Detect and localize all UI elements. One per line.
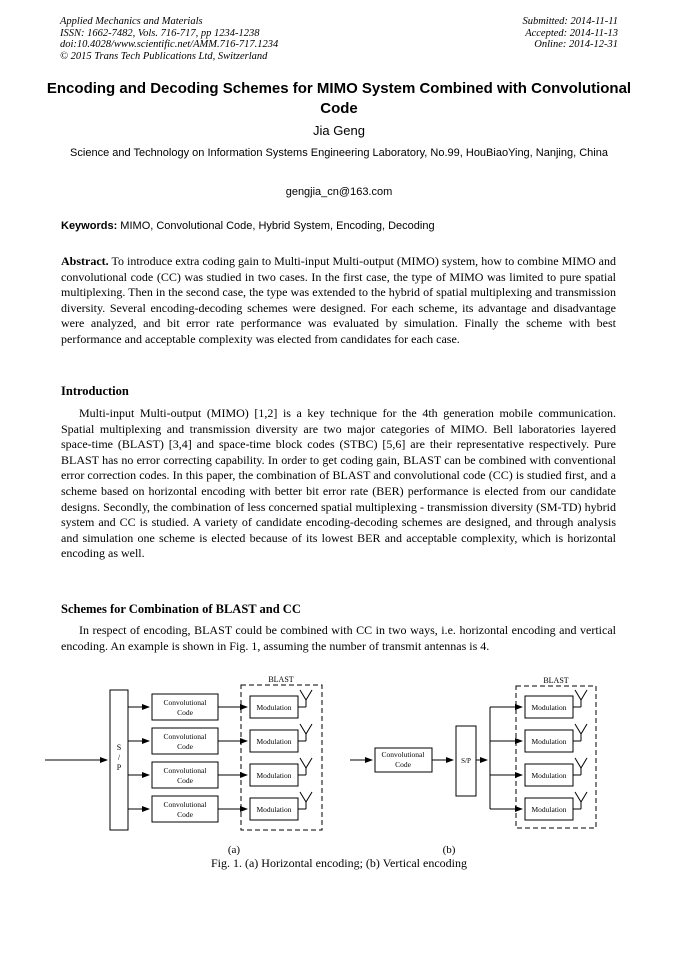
conv-code-box [374,747,433,773]
journal-doi: doi:10.4028/www.scientific.net/AMM.716-7… [60,39,279,51]
figure-sublabel-b: (b) [443,844,456,856]
abstract-label: Abstract. [61,254,109,268]
modulation-label: Modulation [532,703,567,712]
branch-row: Modulation [490,757,588,787]
submission-info: Submitted: 2014-11-11 Accepted: 2014-11-… [522,16,618,62]
modulation-label: Modulation [257,703,292,712]
modulation-label: Modulation [257,805,292,814]
schemes-paragraph: In respect of encoding, BLAST could be c… [61,623,616,653]
conv-code-label: Code [395,760,412,769]
conv-code-label: Convolutional [164,800,207,809]
modulation-label: Modulation [532,771,567,780]
conv-code-box [151,761,219,789]
diagram-a: S / P BLAST Convolutional Code Modulatio… [45,675,323,856]
author-affiliation: Science and Technology on Information Sy… [70,147,608,159]
antenna-icon [298,757,313,776]
journal-name: Applied Mechanics and Materials [60,16,203,27]
figure-1: S / P BLAST Convolutional Code Modulatio… [0,672,678,867]
antenna-icon [573,689,588,708]
keywords-label: Keywords: [61,220,118,232]
blast-label-a: BLAST [268,675,293,684]
blast-region-b [515,685,597,829]
journal-issn: ISSN: 1662-7482, Vols. 716-717, pp 1234-… [60,27,260,39]
figure-caption: Fig. 1. (a) Horizontal encoding; (b) Ver… [210,856,468,870]
modulation-label: Modulation [257,737,292,746]
antenna-icon [573,791,588,810]
conv-code-label: Convolutional [164,766,207,775]
conv-code-label: Code [177,708,194,717]
conv-code-box [151,795,219,823]
conv-code-label: Convolutional [164,732,207,741]
sp-box-a-label: S [117,743,121,752]
submitted-date: Submitted: 2014-11-11 [522,16,618,27]
modulation-label: Modulation [532,737,567,746]
branch-row: Modulation [490,723,588,753]
abstract-text: To introduce extra coding gain to Multi-… [61,254,616,346]
antenna-icon [298,791,313,810]
modulation-label: Modulation [532,805,567,814]
journal-copyright: © 2015 Trans Tech Publications Ltd, Swit… [60,50,268,62]
keywords-text: MIMO, Convolutional Code, Hybrid System,… [117,220,435,232]
antenna-icon [298,689,313,708]
figure-sublabel-a: (a) [228,844,241,856]
section-heading-introduction: Introduction [61,384,129,398]
antenna-icon [298,723,313,742]
antenna-icon [573,757,588,776]
page-header: Applied Mechanics and Materials ISSN: 16… [60,16,618,62]
blast-region-a [240,684,323,831]
online-date: Online: 2014-12-31 [534,39,618,51]
modulation-label: Modulation [257,771,292,780]
sp-box-b-label: S/P [461,757,471,765]
conv-code-label: Code [177,742,194,751]
author-name: Jia Geng [312,123,366,138]
blast-label-b: BLAST [543,676,568,685]
accepted-date: Accepted: 2014-11-13 [525,27,618,39]
sp-box-a [109,689,129,831]
branch-row: Convolutional Code Modulation [128,689,313,721]
conv-code-label: Convolutional [382,750,425,759]
branch-row: Convolutional Code Modulation [128,757,313,789]
branch-row: Modulation [490,791,588,821]
keywords-line: Keywords: MIMO, Convolutional Code, Hybr… [61,220,617,232]
conv-code-label: Code [177,776,194,785]
conv-code-label: Code [177,810,194,819]
sp-box-a-label: P [117,763,122,772]
diagram-b: Convolutional Code S/P BLAST Modulation [350,676,597,856]
antenna-icon [573,723,588,742]
sp-box-b [455,725,477,797]
branch-row: Convolutional Code Modulation [128,791,313,823]
section-heading-schemes: Schemes for Combination of BLAST and CC [61,602,301,616]
figure-diagram: S / P BLAST Convolutional Code Modulatio… [45,675,597,856]
author-email: gengjia_cn@163.com [285,186,393,198]
sp-box-a-label: / [118,753,121,762]
conv-code-label: Convolutional [164,698,207,707]
abstract-paragraph: Abstract. To introduce extra coding gain… [61,254,616,348]
branch-row: Modulation [490,689,588,719]
journal-info: Applied Mechanics and Materials ISSN: 16… [60,16,278,62]
introduction-paragraph: Multi-input Multi-output (MIMO) [1,2] is… [61,406,616,561]
page-title: Encoding and Decoding Schemes for MIMO S… [46,80,632,117]
branch-row: Convolutional Code Modulation [128,723,313,755]
